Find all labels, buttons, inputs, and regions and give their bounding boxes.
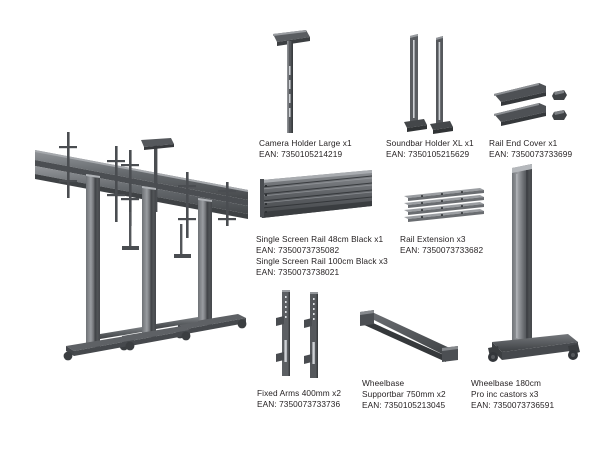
- supportbar-icon: [358, 304, 464, 368]
- screen-rail-line-4: EAN: 7350073738021: [256, 267, 340, 277]
- assembly-supportbars: [100, 317, 198, 339]
- assembly-wheelbases: [63, 314, 247, 361]
- wheelbase-line-3: EAN: 7350073736591: [471, 400, 555, 410]
- fixed-arms-line-2: EAN: 7350073733736: [257, 399, 341, 409]
- assembly-columns: [86, 174, 212, 348]
- rail-end-cover-line-2: EAN: 7350073733699: [489, 149, 573, 159]
- soundbar-holder-icon: [398, 30, 468, 135]
- soundbar-holder-line-1: Soundbar Holder XL x1: [386, 138, 474, 148]
- assembly-soundbar-holders: [122, 212, 191, 258]
- rail-extension-icon: [402, 186, 488, 224]
- screen-rail-icon: [258, 168, 376, 226]
- soundbar-holder-line-2: EAN: 7350105215629: [386, 149, 470, 159]
- assembly-screen-rails: [35, 150, 248, 219]
- supportbar-line-2: Supportbar 750mm x2: [362, 389, 446, 399]
- assembled-stand-illustration: [8, 128, 253, 373]
- assembly-vesa-brackets: [59, 132, 236, 238]
- camera-holder-line-2: EAN: 7350105214219: [259, 149, 343, 159]
- assembly-camera-holder: [141, 138, 174, 212]
- camera-holder-icon: [268, 24, 312, 134]
- screen-rail-line-3: Single Screen Rail 100cm Black x3: [256, 256, 388, 266]
- supportbar-line-1: Wheelbase: [362, 378, 405, 388]
- wheelbase-column-icon: [470, 160, 590, 375]
- rail-extension-line-1: Rail Extension x3: [400, 234, 466, 244]
- rail-end-cover-icon: [492, 80, 572, 135]
- screen-rail-line-2: EAN: 7350073735082: [256, 245, 340, 255]
- supportbar-line-3: EAN: 7350105213045: [362, 400, 446, 410]
- rail-end-cover-line-1: Rail End Cover x1: [489, 138, 558, 148]
- rail-extension-line-2: EAN: 7350073733682: [400, 245, 484, 255]
- wheelbase-line-1: Wheelbase 180cm: [471, 378, 541, 388]
- fixed-arms-line-1: Fixed Arms 400mm x2: [257, 388, 342, 398]
- fixed-arms-icon: [270, 288, 336, 380]
- camera-holder-line-1: Camera Holder Large x1: [259, 138, 352, 148]
- screen-rail-line-1: Single Screen Rail 48cm Black x1: [256, 234, 384, 244]
- wheelbase-line-2: Pro inc castors x3: [471, 389, 539, 399]
